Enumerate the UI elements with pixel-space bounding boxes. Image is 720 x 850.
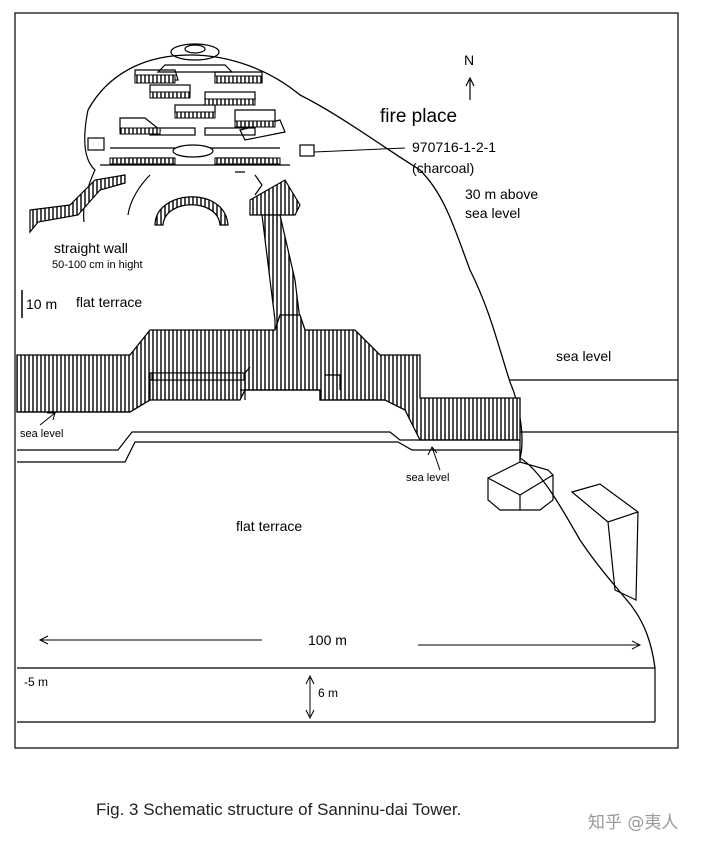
- watermark: 知乎 @夷人: [588, 813, 679, 833]
- sea-level-arrow-center: [431, 446, 441, 471]
- hill-outline: [87, 54, 656, 669]
- north-arrow-head: [465, 76, 475, 87]
- flat-terrace-lower-label: flat terrace: [236, 518, 303, 534]
- elevation-label-line2: sea level: [465, 205, 521, 221]
- sample-id-label: 970716-1-2-1: [412, 139, 497, 155]
- hill-left-slope: [83, 109, 151, 223]
- sea-level-left-label: sea level: [20, 428, 64, 440]
- figure-caption: Fig. 3 Schematic structure of Sanninu-da…: [96, 800, 462, 819]
- tower-inner-steps: [149, 366, 385, 401]
- tower-main-wall: [16, 314, 521, 441]
- summit-hatching: [109, 74, 281, 165]
- cliff-block-upper: [487, 440, 554, 511]
- scale-10m-label: 10 m: [26, 296, 58, 312]
- straight-wall-label: straight wall: [54, 240, 128, 256]
- straight-wall: [29, 174, 126, 234]
- sea-level-arrow-left: [39, 412, 56, 426]
- width-arrow-right-head: [631, 640, 642, 650]
- fire-place-label: fire place: [380, 106, 458, 127]
- width-arrow-left-head: [38, 635, 49, 645]
- sample-leader-line: [313, 147, 406, 153]
- depth-6m-label: 6 m: [318, 686, 339, 700]
- depth-minus5m-label: -5 m: [24, 675, 48, 689]
- arch-structure: [154, 196, 229, 226]
- north-label: N: [464, 52, 475, 68]
- flat-terrace-upper-label: flat terrace: [76, 294, 143, 310]
- width-100m-label: 100 m: [308, 632, 347, 648]
- sea-level-arrow-left-head: [47, 412, 56, 421]
- depth-arrow-head-top: [305, 674, 315, 685]
- summit-structure: [87, 43, 315, 196]
- depth-arrow-head-bottom: [305, 709, 315, 720]
- elevation-label-line1: 30 m above: [465, 186, 539, 202]
- sample-material-label: (charcoal): [412, 160, 475, 176]
- small-structure: [249, 179, 301, 216]
- sea-level-center-label: sea level: [406, 472, 450, 484]
- cliff-block-lower: [570, 483, 639, 601]
- upper-step-hatch: [151, 372, 245, 381]
- sea-level-arrow-center-head: [427, 446, 438, 456]
- wall-height-label: 50-100 cm in hight: [52, 259, 143, 271]
- sea-level-right-label: sea level: [556, 348, 612, 364]
